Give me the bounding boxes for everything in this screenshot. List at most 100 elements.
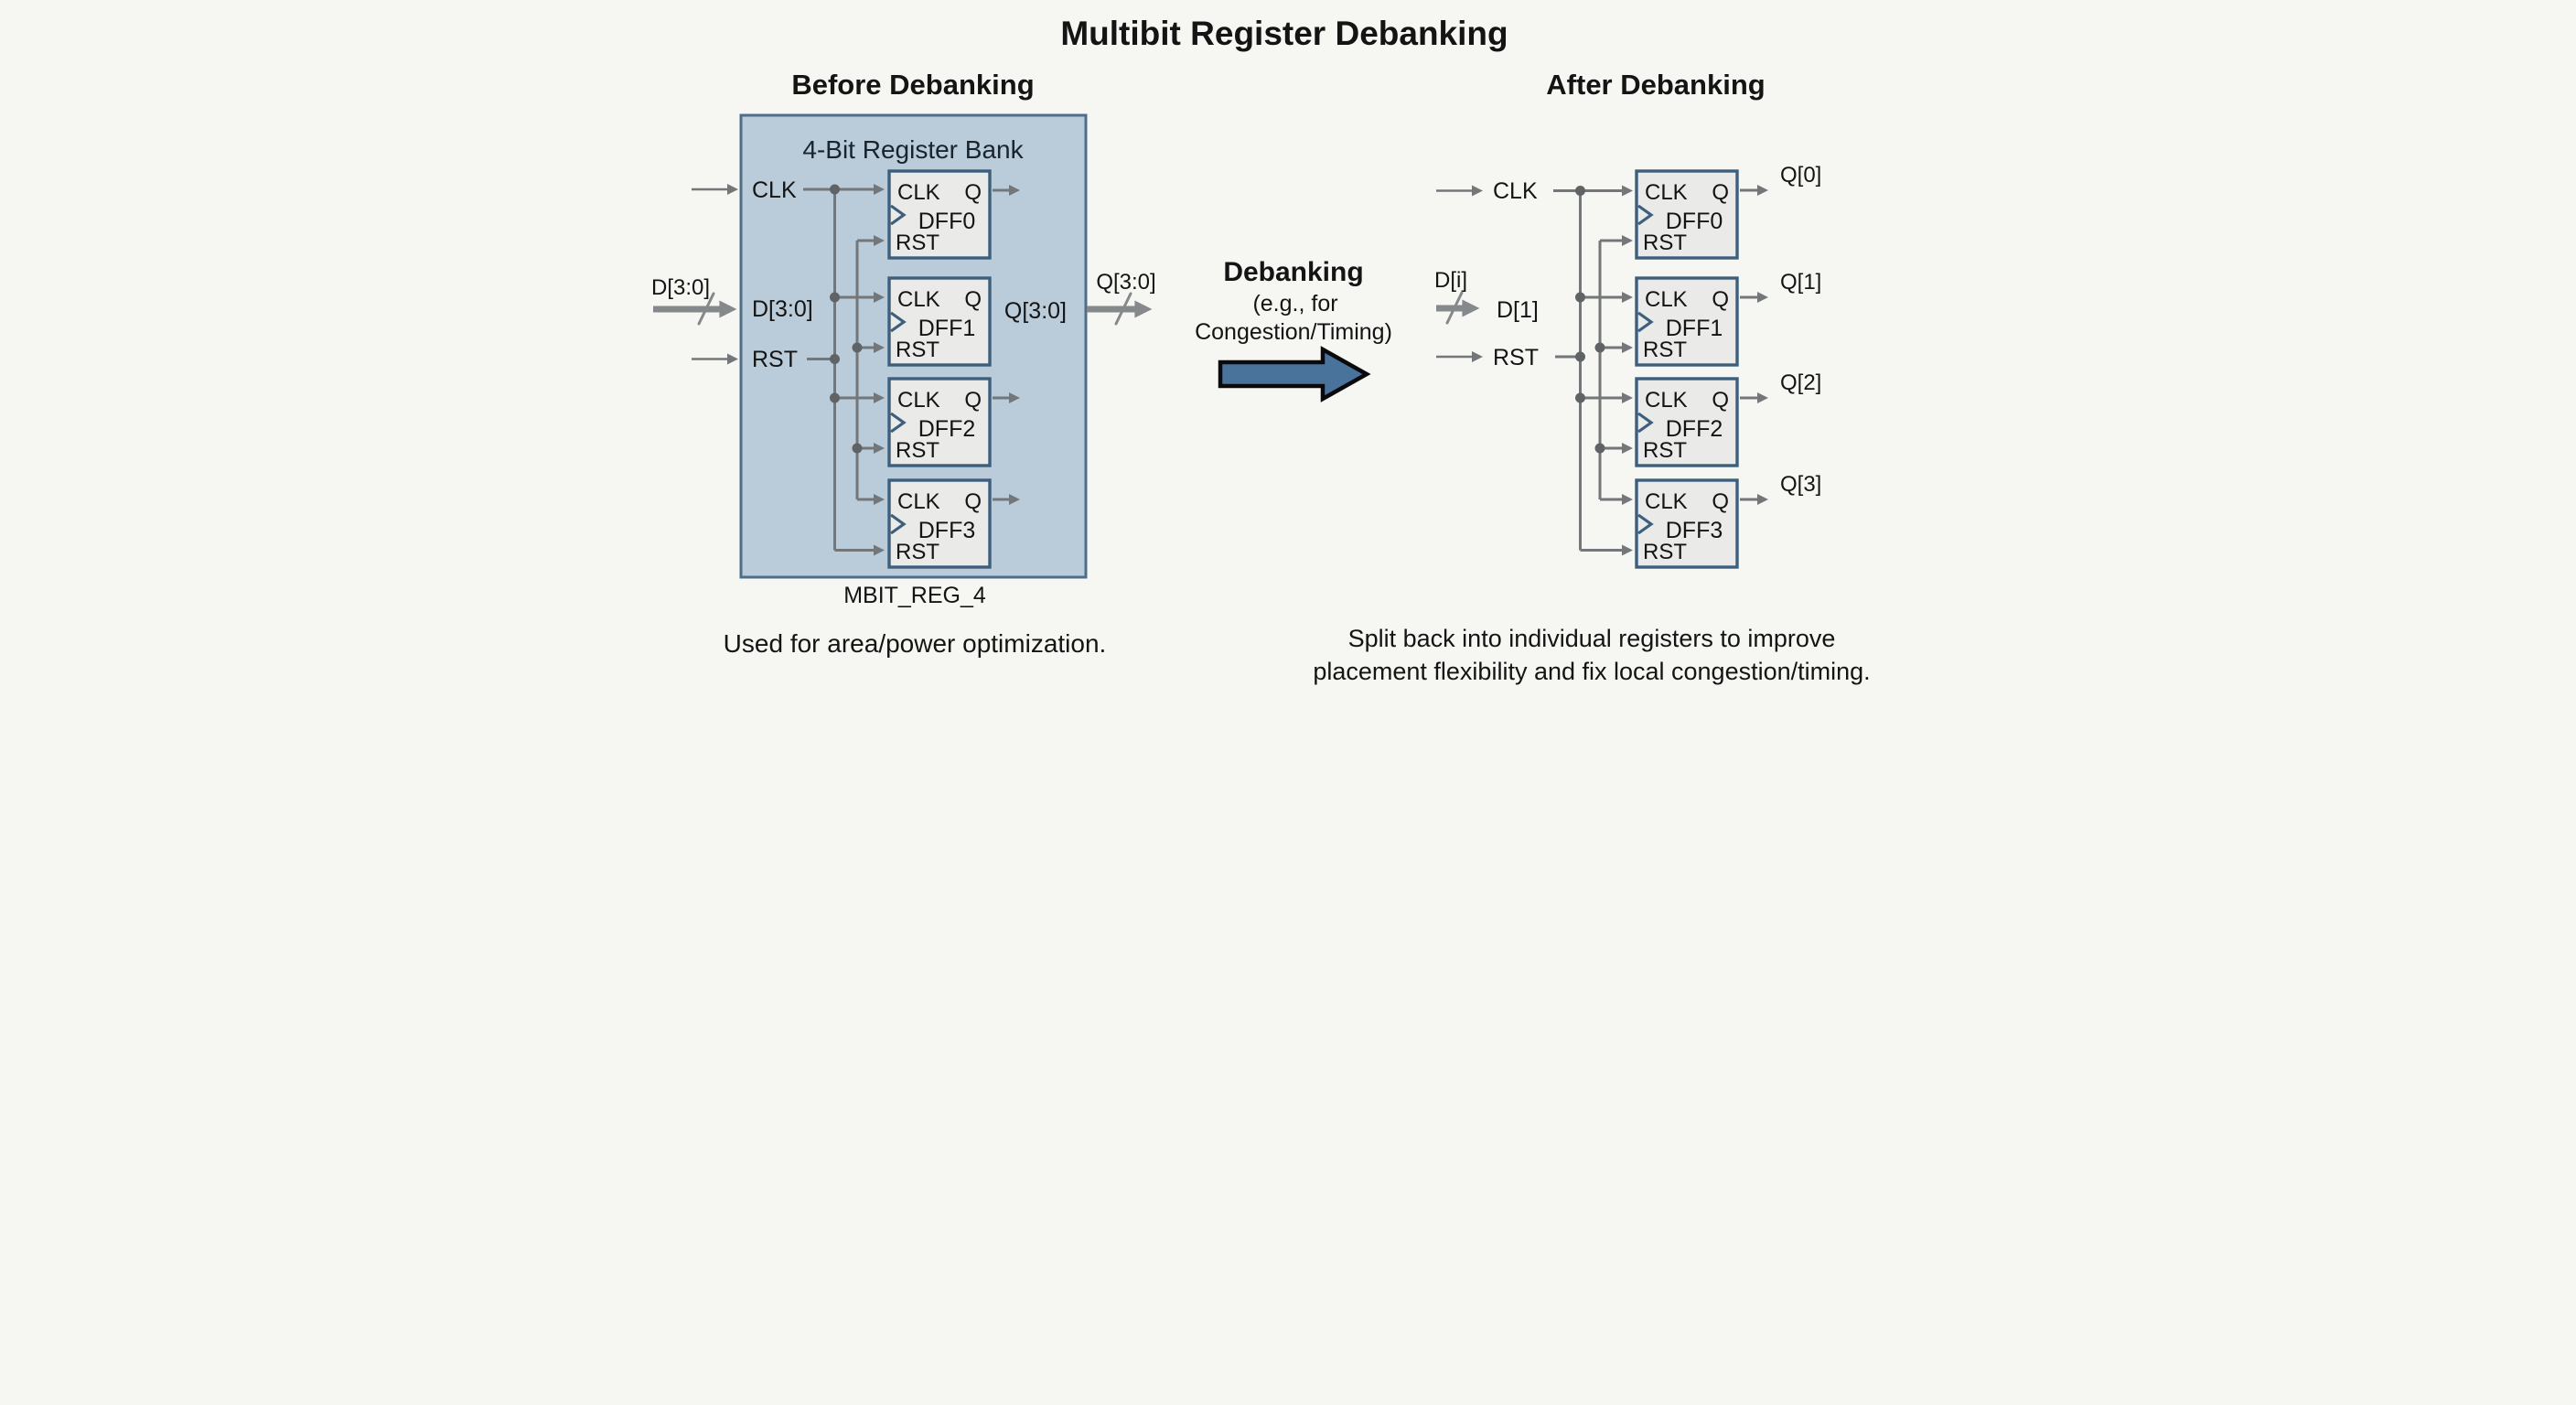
junction-dot [830, 354, 840, 364]
after-caption-line2: placement flexibility and fix local cong… [1313, 658, 1870, 685]
bank-output-label: Q[3:0] [1004, 298, 1067, 324]
d-bus-input-label: D[i] [1434, 268, 1467, 293]
diagram-canvas: Multibit Register Debanking Before Deban… [651, 15, 1871, 685]
dff-box [887, 377, 992, 467]
bank-instance-label: MBIT_REG_4 [843, 583, 986, 608]
dff-port-clk: CLK [897, 388, 940, 413]
junction-dot [1594, 342, 1605, 353]
dff-port-clk: CLK [1645, 388, 1688, 413]
bank-wiring [803, 184, 1020, 556]
dff-block-after-1: CLK Q DFF1 RST [1635, 276, 1739, 367]
after-wiring [1553, 185, 1768, 556]
clock-chevron-icon [890, 311, 907, 333]
debanking-subtitle-1: (e.g., for [1252, 291, 1337, 316]
bank-port-d: D[3:0] [752, 296, 813, 322]
clock-chevron-icon [1637, 204, 1654, 226]
dff-block-before-1: CLK Q DFF1 RST [887, 276, 992, 367]
rst-label: RST [1493, 345, 1539, 370]
dff-port-q: Q [964, 180, 982, 205]
junction-dot [1575, 351, 1585, 362]
q3-output-label: Q[3] [1780, 472, 1821, 497]
after-outputs: Q[0] Q[1] Q[2] Q[3] [1780, 163, 1821, 497]
d-bus-input-label: D[3:0] [651, 275, 710, 300]
dff-box [1635, 377, 1739, 467]
dff-block-after-2: CLK Q DFF2 RST [1635, 377, 1739, 467]
dff-name: DFF3 [1666, 518, 1723, 543]
clock-chevron-icon [890, 204, 907, 226]
debanking-subtitle-2: Congestion/Timing) [1195, 319, 1392, 345]
dff-port-q: Q [964, 489, 982, 514]
after-heading: After Debanking [1546, 69, 1765, 101]
junction-dot [852, 342, 863, 353]
dff-port-q: Q [964, 388, 982, 413]
dff-box [887, 276, 992, 367]
dff-box [1635, 478, 1739, 569]
junction-dot [830, 292, 840, 303]
dff-port-q: Q [964, 287, 982, 312]
junction-dot [852, 443, 863, 454]
dff-port-clk: CLK [1645, 489, 1688, 514]
dff-port-rst: RST [896, 338, 939, 362]
after-external-inputs: CLK D[i] D[1] RST [1434, 178, 1539, 370]
clock-chevron-icon [1637, 412, 1654, 434]
dff-name: DFF1 [918, 316, 976, 341]
dff-box [1635, 276, 1739, 367]
dff-name: DFF2 [918, 416, 976, 442]
dff-port-rst: RST [1643, 338, 1687, 362]
debanking-arrow-icon [1218, 346, 1371, 402]
d-bus-slash [1445, 291, 1464, 325]
clock-chevron-icon [890, 412, 907, 434]
dff-port-clk: CLK [1645, 287, 1688, 312]
dff-port-clk: CLK [897, 489, 940, 514]
dff-port-rst: RST [1643, 438, 1687, 463]
dff-port-rst: RST [1643, 540, 1687, 564]
junction-dot [830, 184, 840, 195]
dff-block-before-2: CLK Q DFF2 RST [887, 377, 992, 467]
before-external-inputs: D[3:0] [651, 184, 738, 365]
dff-port-rst: RST [1643, 231, 1687, 255]
dff-name: DFF1 [1666, 316, 1723, 341]
bank-title: 4-Bit Register Bank [802, 135, 1024, 164]
before-output: Q[3:0] [1087, 270, 1156, 326]
q-bus-output-label: Q[3:0] [1096, 270, 1155, 295]
before-heading: Before Debanking [791, 69, 1034, 101]
dff-port-q: Q [1712, 489, 1729, 514]
dff-port-rst: RST [896, 438, 939, 463]
dff-port-q: Q [1712, 388, 1729, 413]
dff-port-clk: CLK [897, 287, 940, 312]
clock-chevron-icon [890, 513, 907, 535]
dff-port-q: Q [1712, 287, 1729, 312]
bank-port-clk: CLK [752, 177, 797, 203]
dff-name: DFF3 [918, 518, 976, 543]
junction-dot [1575, 186, 1585, 196]
dff-box [887, 169, 992, 260]
dff-block-before-3: CLK Q DFF3 RST [887, 478, 992, 569]
dff-port-q: Q [1712, 180, 1729, 205]
q2-output-label: Q[2] [1780, 370, 1821, 395]
dff-name: DFF2 [1666, 416, 1723, 442]
debanking-title: Debanking [1223, 257, 1363, 287]
page-title: Multibit Register Debanking [1060, 15, 1508, 52]
debanking-transform: Debanking (e.g., for Congestion/Timing) [1195, 257, 1392, 402]
junction-dot [1575, 292, 1585, 303]
d-bus-slash [697, 292, 715, 326]
junction-dot [1575, 392, 1585, 403]
dff-port-clk: CLK [1645, 180, 1688, 205]
q-bus-slash [1114, 292, 1132, 326]
q0-output-label: Q[0] [1780, 163, 1821, 188]
junction-dot [830, 392, 840, 403]
after-caption-line1: Split back into individual registers to … [1348, 625, 1836, 652]
junction-dot [1594, 443, 1605, 454]
clk-label: CLK [1493, 178, 1538, 204]
debanking-diagram-page: Multibit Register Debanking Before Deban… [644, 0, 1932, 702]
dff-block-after-0: CLK Q DFF0 RST [1635, 169, 1739, 260]
clock-chevron-icon [1637, 311, 1654, 333]
dff-block-before-0: CLK Q DFF0 RST [887, 169, 992, 260]
dff-box [1635, 169, 1739, 260]
bank-port-rst: RST [752, 347, 798, 372]
dff-port-rst: RST [896, 231, 939, 255]
dff-name: DFF0 [918, 209, 976, 234]
before-caption: Used for area/power optimization. [724, 629, 1107, 658]
dff-box [887, 478, 992, 569]
dff-port-clk: CLK [897, 180, 940, 205]
